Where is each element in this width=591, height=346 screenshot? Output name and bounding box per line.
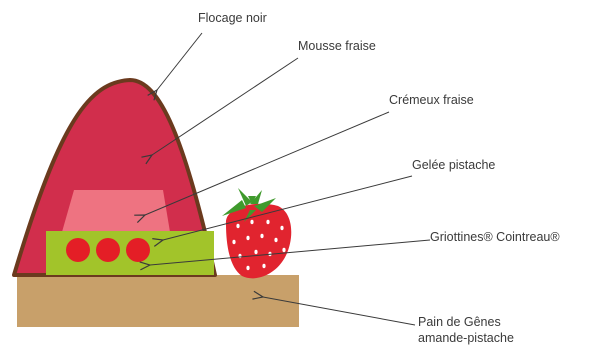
label-mousse-fraise: Mousse fraise bbox=[298, 39, 376, 54]
flocage-arrow bbox=[157, 33, 202, 90]
label-griottines-cointreau: Griottines® Cointreau® bbox=[430, 230, 560, 245]
griottine bbox=[96, 238, 120, 262]
label-pain-line-2: amande-pistache bbox=[418, 331, 514, 345]
label-cremeux-fraise: Crémeux fraise bbox=[389, 93, 474, 108]
pain-de-genes-layer bbox=[17, 275, 299, 327]
label-pain-line-1: Pain de Gênes bbox=[418, 315, 501, 329]
mousse-arrow bbox=[152, 58, 298, 155]
griottine bbox=[126, 238, 150, 262]
strawberry-illustration bbox=[222, 188, 291, 278]
label-pain-de-genes: Pain de Gênes amande-pistache bbox=[418, 314, 558, 346]
label-flocage-noir: Flocage noir bbox=[198, 11, 267, 26]
label-gelee-pistache: Gelée pistache bbox=[412, 158, 495, 173]
griottine bbox=[66, 238, 90, 262]
